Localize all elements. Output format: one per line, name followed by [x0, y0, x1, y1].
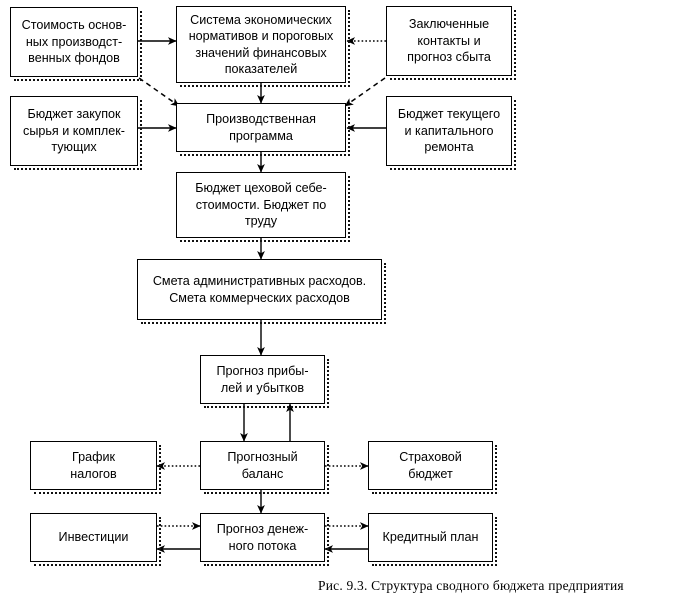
node-admin-commercial-estimates[interactable]: Смета административных расходов. Смета к… — [137, 259, 382, 320]
node-label-credit-plan: Кредитный план — [382, 530, 479, 545]
node-shadow-credit-plan — [372, 517, 497, 566]
node-label-insurance-budget: Страховой бюджет — [399, 450, 462, 481]
node-label-contracts-sales-forecast: Заключенные контакты и прогноз сбыта — [407, 17, 491, 65]
node-label-investments: Инвестиции — [58, 530, 129, 545]
node-shadow-profit-loss-forecast — [204, 359, 329, 408]
node-cash-flow-forecast[interactable]: Прогноз денеж- ного потока — [200, 513, 325, 562]
node-tax-schedule[interactable]: График налогов — [30, 441, 157, 490]
node-shadow-fixed-assets-cost — [14, 11, 142, 81]
node-shadow-insurance-budget — [372, 445, 497, 494]
node-production-program[interactable]: Производственная программа — [176, 103, 346, 152]
node-shadow-economic-norms-system — [180, 10, 350, 87]
node-label-shop-cost-labour-budget: Бюджет цеховой себе- стоимости. Бюджет п… — [195, 181, 327, 229]
node-label-procurement-budget: Бюджет закупок сырья и комплек- тующих — [23, 107, 125, 155]
node-shadow-shop-cost-labour-budget — [180, 176, 350, 242]
node-label-cash-flow-forecast: Прогноз денеж- ного потока — [216, 522, 309, 553]
node-label-repair-budget: Бюджет текущего и капитального ремонта — [397, 107, 501, 155]
figure-caption: Рис. 9.3. Структура сводного бюджета пре… — [318, 578, 624, 593]
node-label-profit-loss-forecast: Прогноз прибы- лей и убытков — [216, 364, 309, 395]
edge-contracts-sales-forecast-to-production-program — [344, 77, 386, 107]
node-shadow-procurement-budget — [14, 100, 142, 170]
node-shop-cost-labour-budget[interactable]: Бюджет цеховой себе- стоимости. Бюджет п… — [176, 172, 346, 238]
node-repair-budget[interactable]: Бюджет текущего и капитального ремонта — [386, 96, 512, 166]
node-label-production-program: Производственная программа — [206, 112, 316, 143]
node-shadow-admin-commercial-estimates — [141, 263, 386, 324]
node-economic-norms-system[interactable]: Система экономических нормативов и порог… — [176, 6, 346, 83]
node-label-tax-schedule: График налогов — [70, 450, 117, 481]
node-label-fixed-assets-cost: Стоимость основ- ных производст- венных … — [21, 18, 127, 66]
node-credit-plan[interactable]: Кредитный план — [368, 513, 493, 562]
node-shadow-contracts-sales-forecast — [390, 10, 516, 80]
node-shadow-repair-budget — [390, 100, 516, 170]
node-label-admin-commercial-estimates: Смета административных расходов. Смета к… — [152, 274, 367, 305]
node-shadow-cash-flow-forecast — [204, 517, 329, 566]
node-fixed-assets-cost[interactable]: Стоимость основ- ных производст- венных … — [10, 7, 138, 77]
node-insurance-budget[interactable]: Страховой бюджет — [368, 441, 493, 490]
edge-fixed-assets-cost-to-production-program — [138, 77, 180, 107]
node-shadow-investments — [34, 517, 161, 566]
node-shadow-forecast-balance — [204, 445, 329, 494]
node-procurement-budget[interactable]: Бюджет закупок сырья и комплек- тующих — [10, 96, 138, 166]
node-profit-loss-forecast[interactable]: Прогноз прибы- лей и убытков — [200, 355, 325, 404]
node-investments[interactable]: Инвестиции — [30, 513, 157, 562]
node-forecast-balance[interactable]: Прогнозный баланс — [200, 441, 325, 490]
node-label-economic-norms-system: Система экономических нормативов и порог… — [188, 12, 334, 77]
node-contracts-sales-forecast[interactable]: Заключенные контакты и прогноз сбыта — [386, 6, 512, 76]
node-label-forecast-balance: Прогнозный баланс — [227, 450, 298, 481]
